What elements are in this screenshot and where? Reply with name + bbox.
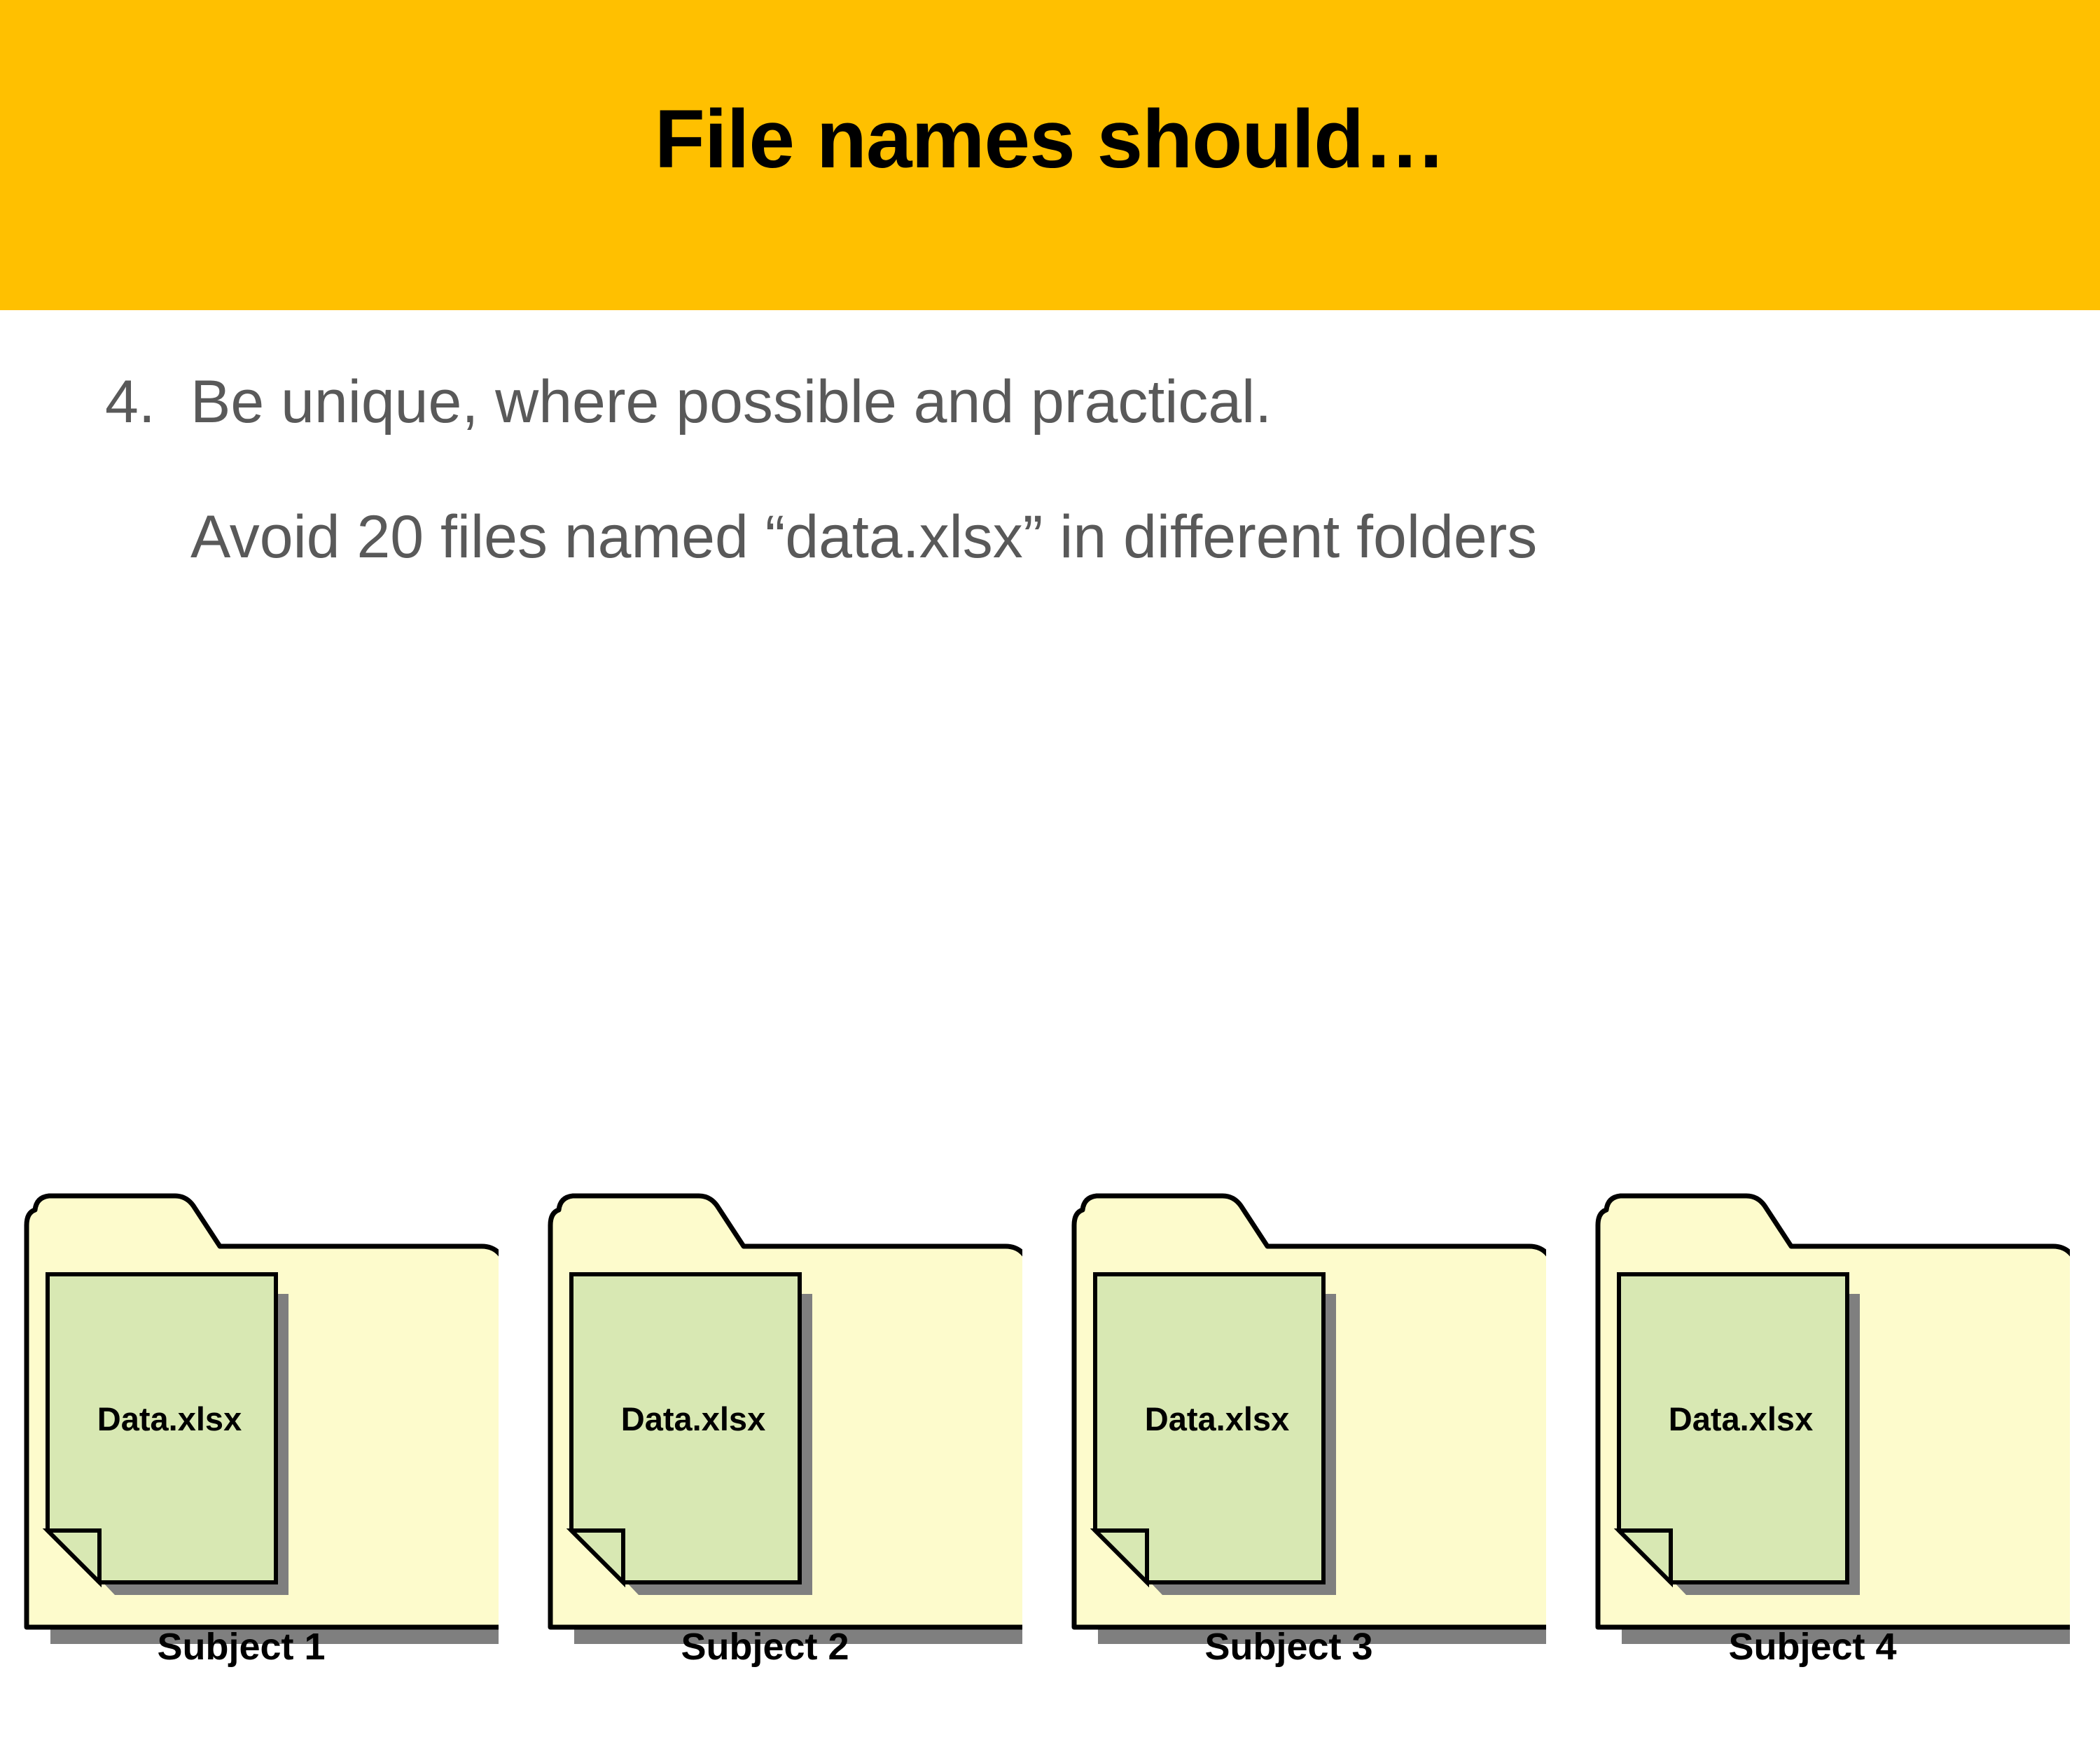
- folder-item-3: Data.xlsx Subject 3: [1056, 1182, 1560, 1742]
- document-fold-corner: [42, 1528, 102, 1588]
- document-fold-corner: [1090, 1528, 1149, 1588]
- folder-caption: Subject 2: [681, 1626, 849, 1668]
- document-filename: Data.xlsx: [97, 1400, 242, 1437]
- bullet-item-4: 4. Be unique, where possible and practic…: [105, 370, 1996, 435]
- folder-item-2: Data.xlsx Subject 2: [532, 1182, 1036, 1742]
- folder-row: Data.xlsx Subject 1 Data.xlsx Subject 2: [0, 1182, 2100, 1742]
- folder-graphic: [1071, 1193, 1546, 1644]
- document-filename: Data.xlsx: [620, 1400, 766, 1437]
- document-filename: Data.xlsx: [1144, 1400, 1290, 1437]
- bullet-text: Be unique, where possible and practical.: [190, 368, 1272, 436]
- bullet-subtext: Avoid 20 files named “data.xlsx” in diff…: [190, 503, 1538, 571]
- folder-caption: Subject 3: [1204, 1626, 1373, 1668]
- folder-graphic: [24, 1193, 499, 1644]
- folder-graphic: [548, 1193, 1022, 1644]
- folder-item-1: Data.xlsx Subject 1: [8, 1182, 513, 1742]
- document-fold-corner: [1613, 1528, 1673, 1588]
- document-fold-corner: [566, 1528, 625, 1588]
- document-filename: Data.xlsx: [1668, 1400, 1814, 1437]
- folder-caption: Subject 4: [1728, 1626, 1897, 1668]
- bullet-number: 4.: [105, 368, 155, 436]
- folder-graphic: [1595, 1193, 2070, 1644]
- title-band: File names should…: [0, 0, 2100, 310]
- folder-item-4: Data.xlsx Subject 4: [1580, 1182, 2084, 1742]
- slide-body: 4. Be unique, where possible and practic…: [0, 310, 2100, 1666]
- folder-caption: Subject 1: [157, 1626, 326, 1668]
- slide-title: File names should…: [654, 93, 1446, 186]
